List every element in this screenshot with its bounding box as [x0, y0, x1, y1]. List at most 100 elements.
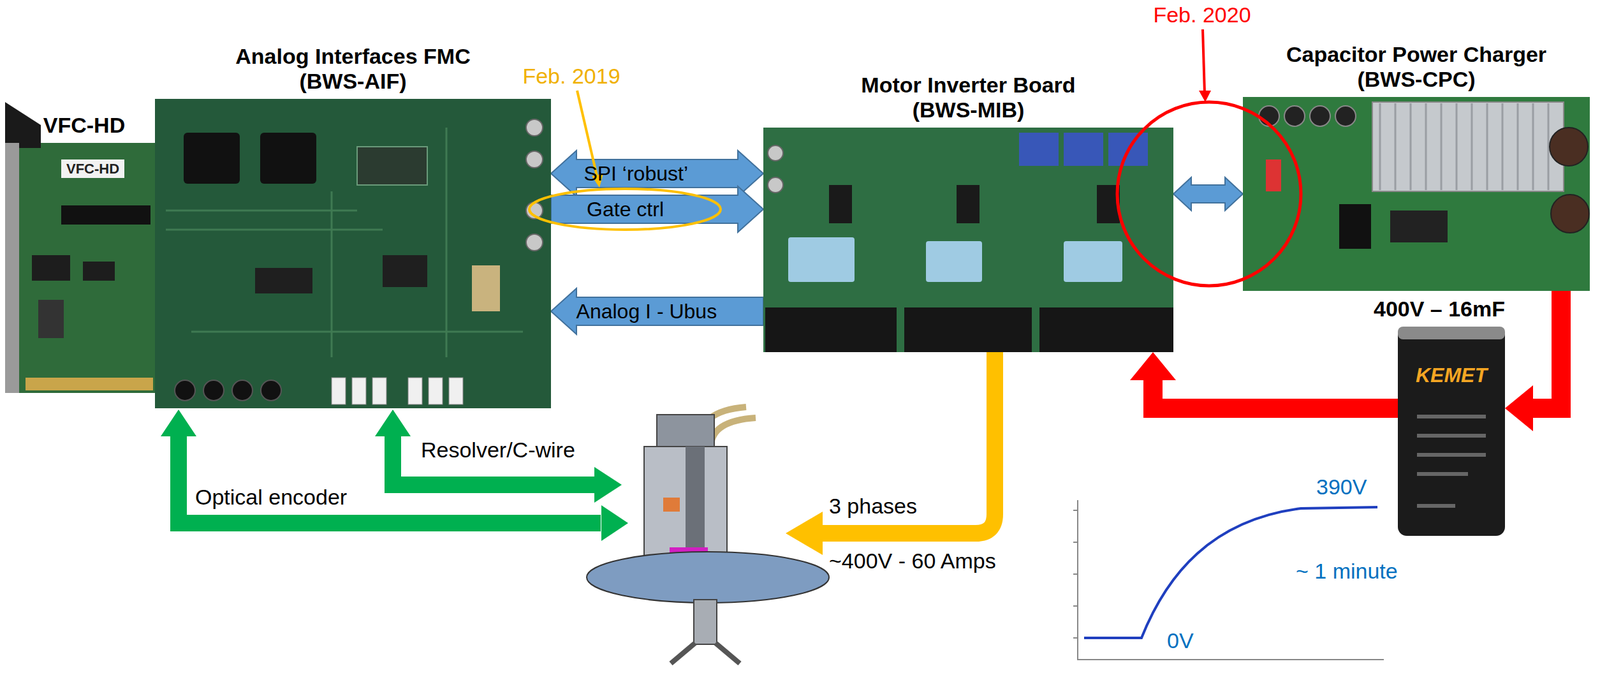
electrolytic-capacitor — [1549, 127, 1588, 166]
edge-label: Gate ctrl — [586, 197, 664, 222]
lemo-connector — [408, 377, 423, 405]
signal-arrow — [550, 150, 764, 197]
arrow-head — [594, 466, 622, 503]
signal-arrow — [550, 288, 764, 335]
relay — [1063, 132, 1104, 166]
print-stripe — [1416, 452, 1486, 457]
capacitor-small — [1335, 105, 1356, 127]
lemo-connector — [203, 380, 224, 401]
motor-part — [669, 547, 708, 560]
sma-connector — [767, 177, 784, 193]
highlight-circle — [1117, 102, 1301, 286]
phase-label: 3 phases — [829, 493, 918, 519]
board-title: VFC-HD — [43, 112, 125, 138]
dcdc-module — [260, 132, 317, 184]
fmc-board: Analog Interfaces FMC(BWS-AIF) — [154, 98, 551, 409]
motor-part — [663, 497, 680, 512]
heatsink-fin — [1379, 103, 1549, 191]
lemo-connector — [448, 377, 463, 405]
motor-cable — [711, 417, 756, 447]
chip — [382, 255, 428, 287]
phase-label: ~400V - 60 Amps — [829, 548, 997, 574]
heatsink — [765, 307, 897, 353]
motor-shaft — [685, 446, 705, 568]
lemo-connector — [174, 380, 196, 401]
relay — [1108, 132, 1148, 166]
pointer-line — [1202, 29, 1205, 94]
board-title: (BWS-AIF) — [299, 68, 407, 94]
sma-connector — [767, 145, 784, 161]
board-marking: KEMET — [1415, 363, 1488, 388]
chip — [1390, 210, 1448, 243]
lemo-connector — [352, 377, 367, 405]
charger-board: Capacitor Power Charger(BWS-CPC) — [1242, 96, 1590, 291]
fmc-connector — [61, 205, 151, 225]
arrow-body — [550, 186, 764, 233]
heatsink — [1039, 307, 1174, 353]
print-stripe — [1416, 471, 1468, 476]
capacitor-rim — [1397, 326, 1505, 340]
sensor-arrow — [392, 436, 595, 485]
relay — [471, 265, 500, 312]
board-title: Capacitor Power Charger — [1286, 42, 1547, 67]
edge-fingers — [25, 377, 154, 391]
capacitor-small — [1309, 105, 1331, 127]
signal-arrow — [550, 186, 764, 233]
arrow-head — [1504, 385, 1534, 432]
arrow-line — [1152, 380, 1398, 409]
time-label: ~ 1 minute — [1295, 558, 1398, 584]
phase-arrow — [822, 352, 995, 534]
board-title: Motor Inverter Board — [860, 72, 1076, 98]
sma-connector — [526, 202, 543, 219]
capacitor-small — [1258, 105, 1280, 127]
edge-label: SPI ‘robust’ — [583, 161, 689, 186]
arrow-body — [1173, 177, 1243, 211]
heatsink — [904, 307, 1032, 353]
transistor — [829, 184, 852, 224]
film-capacitor — [788, 237, 855, 282]
signal-label: Resolver/C-wire — [420, 437, 576, 463]
connector — [1265, 159, 1282, 192]
power-arrow — [1130, 352, 1398, 409]
inverter-board: Motor Inverter Board(BWS-MIB) — [763, 127, 1174, 353]
board-title: Analog Interfaces FMC — [235, 44, 470, 69]
date-note: Feb. 2019 — [522, 63, 620, 89]
dcdc-module — [183, 132, 240, 184]
film-capacitor — [1063, 241, 1123, 282]
sma-connector — [526, 119, 543, 136]
arrow-line — [1533, 290, 1562, 409]
signal-label: Optical encoder — [195, 484, 347, 510]
voltage-label: 0V — [1166, 628, 1194, 654]
transformer — [1339, 204, 1372, 249]
lemo-connector — [428, 377, 443, 405]
front-panel — [5, 142, 20, 393]
print-stripe — [1416, 503, 1456, 508]
board-title: 400V – 16mF — [1373, 296, 1505, 322]
voltage-label: 390V — [1316, 474, 1367, 500]
chip — [82, 261, 115, 281]
board-marking: VFC-HD — [61, 159, 125, 178]
highlight-ellipse — [529, 188, 721, 230]
capacitor: 400V – 16mFKEMET — [1397, 326, 1505, 536]
arrow-head — [1130, 352, 1176, 381]
date-note: Feb. 2020 — [1152, 2, 1251, 28]
transistor — [956, 184, 980, 224]
lemo-connector — [372, 377, 387, 405]
print-stripe — [1416, 433, 1486, 438]
front-panel-handle — [5, 102, 41, 148]
arrow-head — [160, 409, 197, 437]
pointer-head — [1198, 90, 1212, 103]
board-title: (BWS-CPC) — [1357, 66, 1476, 92]
arrow-head — [601, 505, 629, 541]
lemo-connector — [331, 377, 346, 405]
signal-arrow — [1173, 177, 1243, 211]
lemo-connector — [260, 380, 282, 401]
arrow-head — [374, 409, 411, 437]
motor-cable — [698, 406, 747, 447]
motor-shaft — [693, 599, 717, 645]
chart-tick — [1073, 510, 1078, 638]
edge-label: Analog I - Ubus — [576, 299, 718, 324]
capacitor-small — [1284, 105, 1305, 127]
heatsink — [1372, 102, 1564, 192]
motor-body — [644, 446, 727, 568]
